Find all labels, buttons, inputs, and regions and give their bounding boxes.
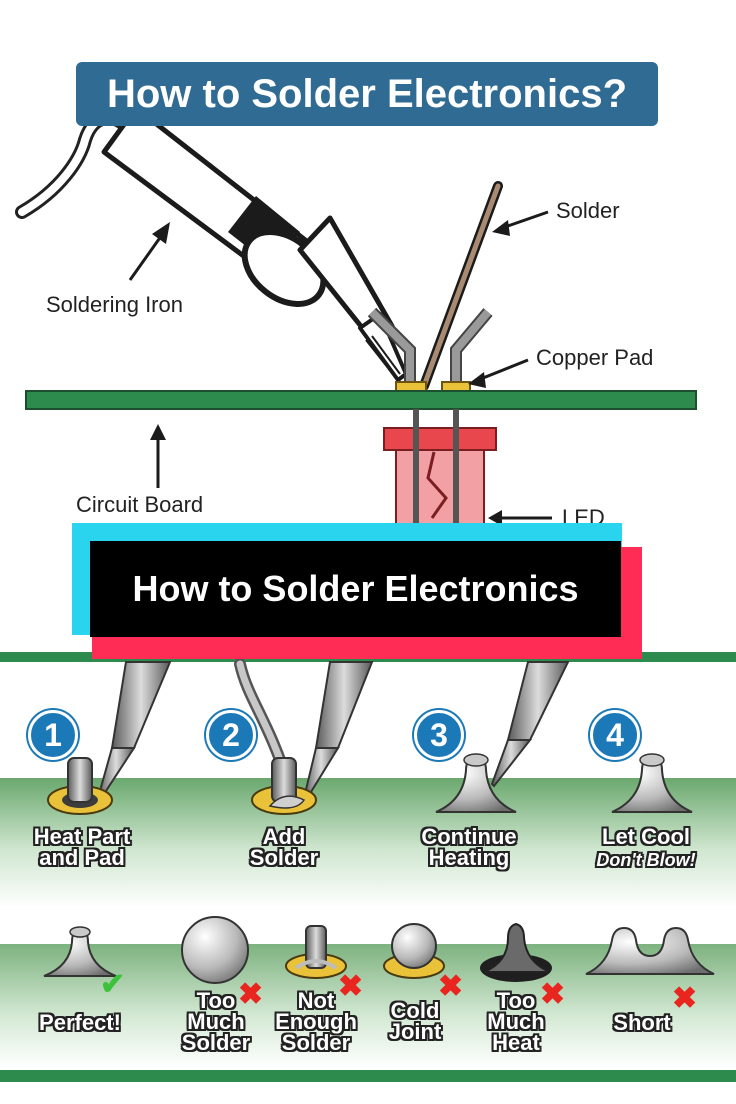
led [383, 409, 497, 531]
step-2-joint [251, 757, 317, 815]
step-3-iron [490, 661, 570, 788]
solder-arrow [492, 210, 549, 236]
soldering-iron [101, 105, 408, 382]
joint-too-much-heat-caption: Too Much Heat [487, 988, 545, 1055]
step-1-iron [96, 661, 172, 802]
step-3-caption: Continue Heating [421, 824, 517, 870]
joint-perfect-caption: Perfect! [39, 1010, 121, 1035]
page-title: How to Solder Electronics? [76, 62, 658, 126]
circuit-board-label: Circuit Board [76, 492, 204, 517]
copper-pad-arrow [468, 358, 529, 388]
step-4-caption: Let Cool [602, 824, 690, 849]
circuit-board [25, 390, 697, 410]
x-icon: ✖ [540, 978, 566, 1011]
short-joint [585, 926, 715, 975]
cold-joint [383, 923, 445, 979]
soldering-iron-label: Soldering Iron [46, 292, 183, 317]
joint-not-enough-solder-caption: Not Enough Solder [275, 988, 357, 1055]
led-leads [367, 307, 493, 390]
joint-short-caption: Short [613, 1010, 671, 1035]
panel-bottom-border [0, 1070, 736, 1082]
x-icon: ✖ [438, 970, 464, 1003]
steps-board [0, 778, 736, 908]
not-enough-solder-joint [285, 925, 347, 979]
joint-cold-caption: Cold Joint [388, 998, 442, 1044]
soldering-iron-arrow [128, 222, 170, 281]
too-much-solder-joint [181, 916, 249, 984]
copper-pad-label: Copper Pad [536, 345, 654, 370]
solder-wire [419, 181, 503, 391]
banner-text: How to Solder Electronics [90, 541, 621, 637]
step-2-caption: Add Solder [249, 824, 319, 870]
step-3-joint [435, 753, 517, 813]
step-4-number: 4 [590, 710, 640, 760]
step-4-joint [611, 753, 693, 813]
solder-label: Solder [556, 198, 620, 223]
check-icon: ✔ [100, 968, 126, 1001]
step-1-caption: Heat Part and Pad [33, 824, 131, 870]
led-arrow [488, 510, 552, 526]
joint-too-much-solder-caption: Too Much Solder [181, 988, 251, 1055]
title-banner: How to Solder Electronics [72, 523, 642, 659]
circuit-board-arrow [150, 424, 166, 488]
x-icon: ✖ [338, 970, 364, 1003]
step-1-number: 1 [28, 710, 78, 760]
iron-cable [15, 111, 131, 219]
x-icon: ✖ [238, 978, 264, 1011]
step-2-number: 2 [206, 710, 256, 760]
step-4-note: Don't Blow! [596, 850, 696, 870]
too-much-heat-joint [480, 922, 552, 982]
step-1-joint [47, 757, 113, 815]
x-icon: ✖ [672, 982, 698, 1015]
step-3-number: 3 [414, 710, 464, 760]
perfect-joint [43, 926, 117, 977]
